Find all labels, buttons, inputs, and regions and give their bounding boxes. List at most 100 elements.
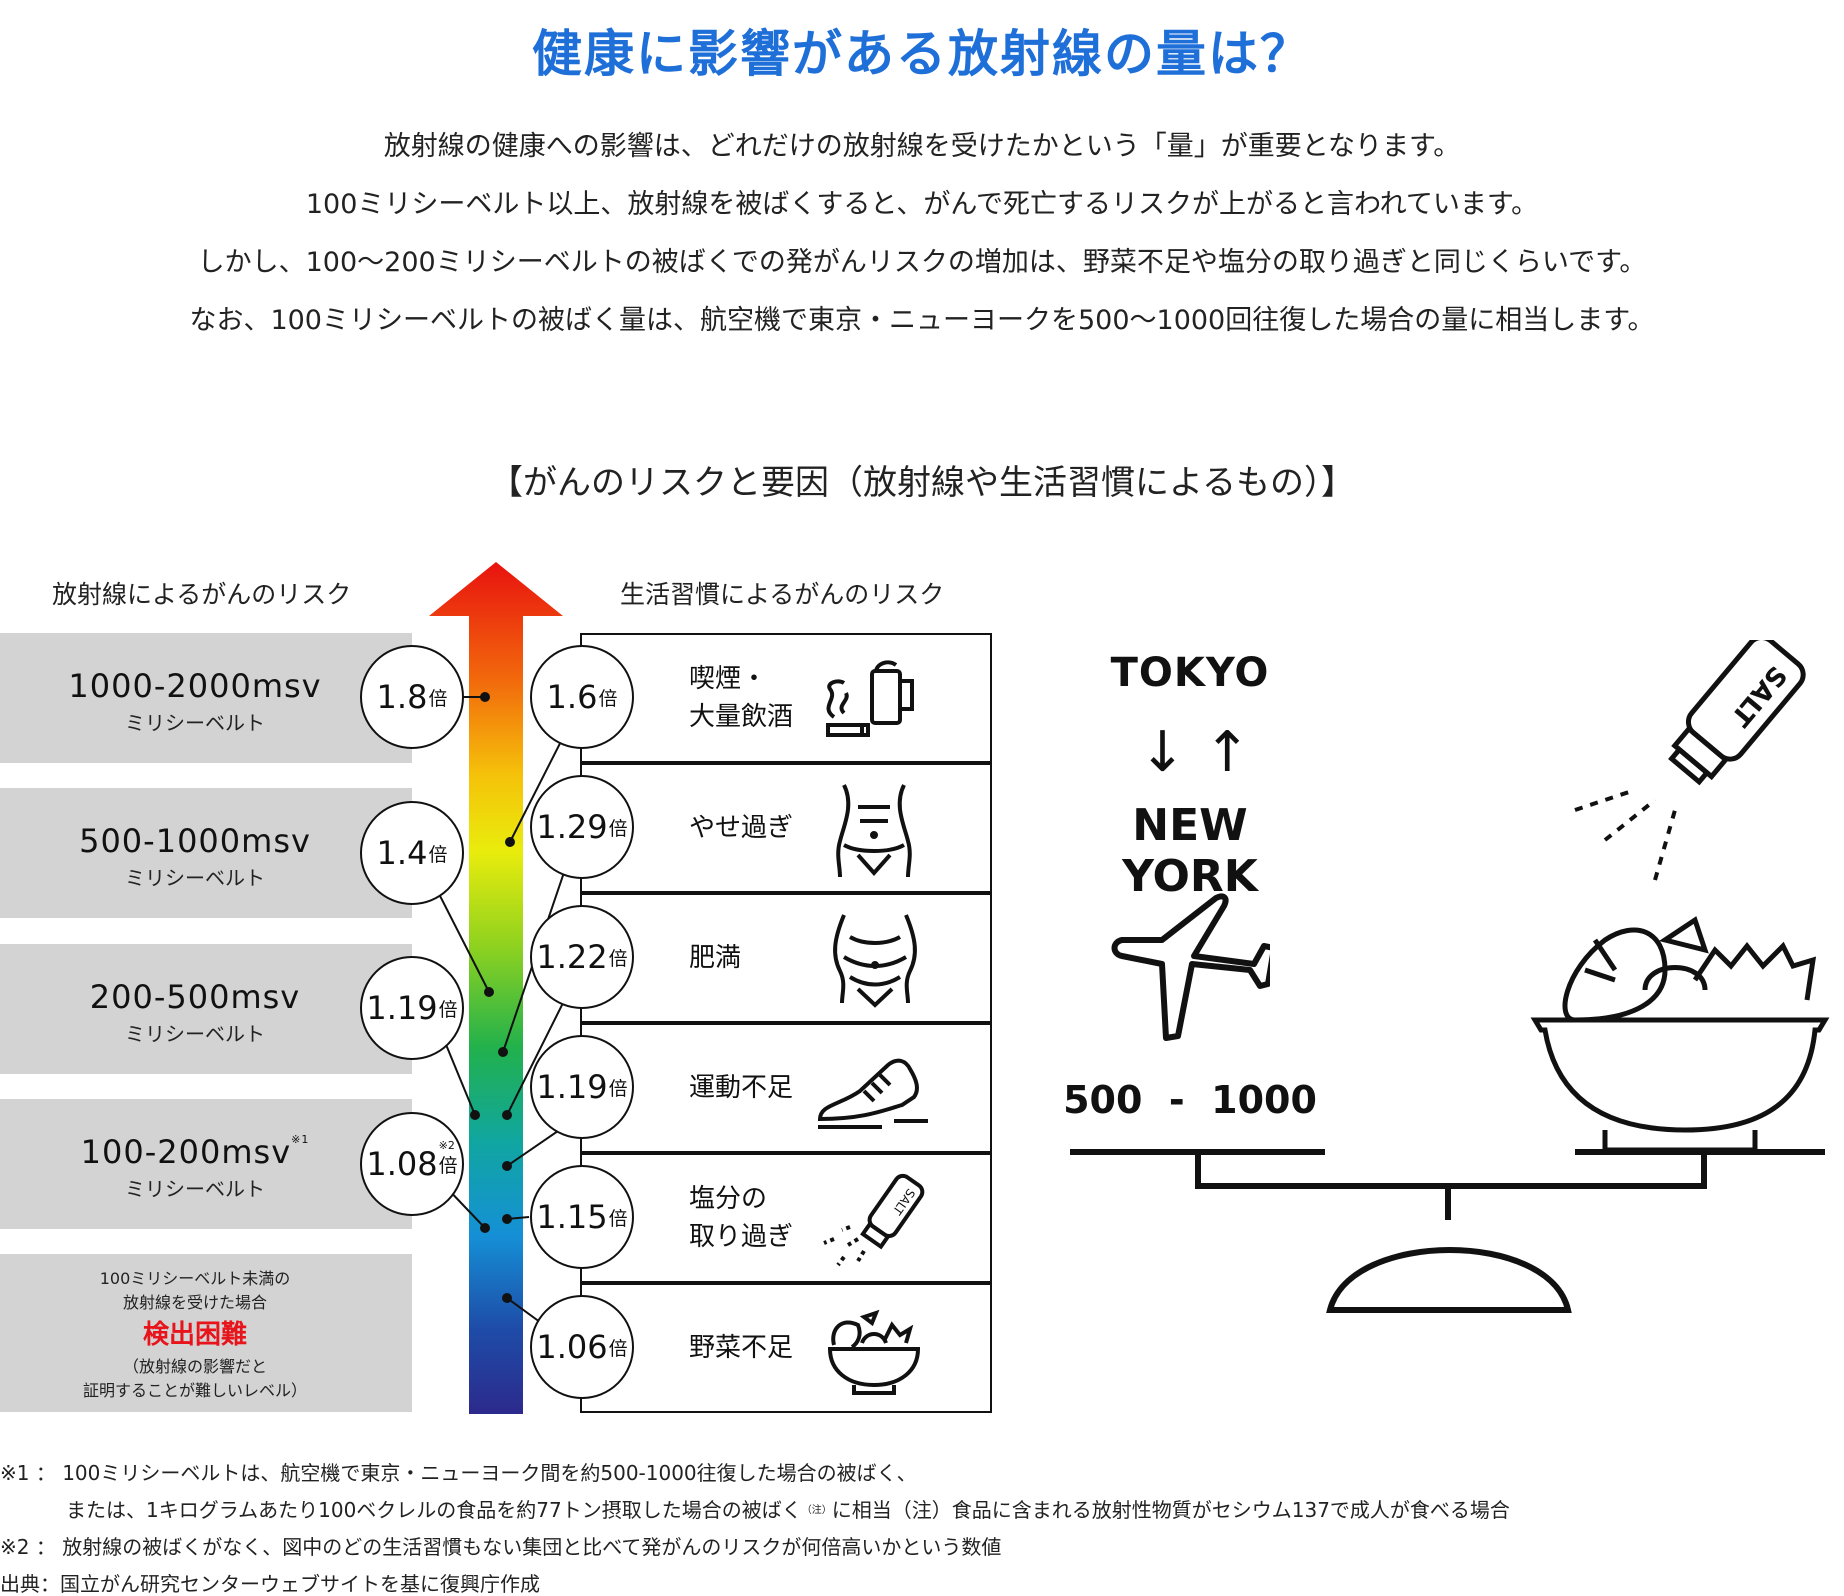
count-low: 500 (1063, 1078, 1143, 1122)
label-line: 取り過ぎ (689, 1222, 794, 1252)
dose-range: 200-500msv (89, 978, 301, 1016)
lifestyle-label: 肥満 (689, 895, 741, 1021)
label-line: 野菜不足 (689, 1333, 794, 1363)
intro-text: 放射線の健康への影響は、どれだけの放射線を受けたかという「量」が重要となります。… (0, 118, 1844, 350)
risk-value: 1.4 (376, 834, 428, 872)
low-dose-box: 100ミリシーベルト未満の 放射線を受けた場合 検出困難 （放射線の影響だと 証… (0, 1254, 412, 1412)
dose-range-text: 100-200msv (80, 1133, 292, 1171)
dose-range: 100-200msv※1 (0, 1133, 412, 1171)
risk-suffix-text: 倍 (438, 1154, 458, 1177)
salt-and-salad-illustration: SALT (1530, 640, 1830, 1153)
label-line: 大量飲酒 (689, 702, 794, 732)
page-title: 健康に影響がある放射線の量は？ (532, 25, 1312, 83)
count-high: 1000 (1211, 1078, 1317, 1122)
connector-dot (502, 1161, 512, 1171)
risk-value: 1.22 (536, 938, 608, 976)
new-york-label: NEW YORK (1122, 800, 1258, 902)
dose-unit: ミリシーベルト (125, 1022, 265, 1046)
risk-value: 1.6 (546, 678, 598, 716)
lifestyle-row: 野菜不足 (580, 1283, 992, 1413)
label-line: 喫煙・ (689, 664, 768, 694)
risk-gradient-arrow (429, 562, 563, 1414)
salt-shaker-icon: SALT (823, 1173, 925, 1267)
label-line: 肥満 (689, 943, 742, 973)
footnote-marker: （注） (801, 1505, 832, 1516)
round-trip-arrows: ↓ ↑ (1139, 720, 1251, 785)
footnote-marker: ※1 (291, 1133, 310, 1146)
lifestyle-column-header: 生活習慣によるがんのリスク (620, 580, 945, 609)
intro-line: しかし、100〜200ミリシーベルトの被ばくでの発がんリスクの増加は、野菜不足や… (197, 247, 1647, 278)
section-subtitle: 【がんのリスクと要因（放射線や生活習慣によるもの）】 (489, 463, 1355, 503)
connector-dot (484, 987, 494, 997)
count-dash: - (1168, 1078, 1185, 1122)
radiation-column-header: 放射線によるがんのリスク (52, 580, 352, 609)
lifestyle-row: 塩分の取り過ぎ SALT (580, 1153, 992, 1283)
footnotes: ※1 ： 100ミリシーベルトは、航空機で東京・ニューヨーク間を約500-100… (0, 1455, 1844, 1596)
risk-suffix: 倍 (608, 1207, 628, 1230)
risk-suffix: 倍 (608, 817, 628, 840)
low-dose-text: （放射線の影響だと (122, 1357, 267, 1376)
round-trip-count: 500 - 1000 (1060, 1078, 1320, 1122)
intro-line: 放射線の健康への影響は、どれだけの放射線を受けたかという「量」が重要となります。 (383, 131, 1461, 162)
salad-bowl-icon (827, 1309, 921, 1395)
radiation-row: 1000-2000msv ミリシーベルト (0, 633, 412, 763)
risk-connector-graphic (429, 562, 584, 1414)
smoking-drinking-icon (826, 660, 914, 737)
risk-suffix: 倍 (428, 687, 448, 710)
intro-line: 100ミリシーベルト以上、放射線を被ばくすると、がんで死亡するリスクが上がると言… (305, 189, 1539, 220)
dose-unit: ミリシーベルト (125, 866, 265, 890)
intro-line: なお、100ミリシーベルトの被ばく量は、航空機で東京・ニューヨークを500〜10… (189, 305, 1655, 336)
risk-value: 1.06 (536, 1328, 608, 1366)
low-dose-text: 放射線を受けた場合 (122, 1293, 267, 1312)
salt-text: SALT (1725, 660, 1792, 732)
footnote-line: 出典：国立がん研究センターウェブサイトを基に復興庁作成 (0, 1572, 540, 1596)
risk-value: 1.19 (536, 1068, 608, 1106)
risk-suffix: 倍 (428, 843, 448, 866)
radiation-row: 500-1000msv ミリシーベルト (0, 788, 412, 918)
connector-dot (480, 1223, 490, 1233)
risk-value: 1.08 (366, 1145, 438, 1183)
connector-dot (498, 1047, 508, 1057)
risk-value: 1.8 (376, 678, 428, 716)
risk-value: 1.15 (536, 1198, 608, 1236)
lifestyle-row: 喫煙・大量飲酒 (580, 633, 992, 763)
connector-dot (470, 1110, 480, 1120)
risk-suffix: 倍 (598, 687, 618, 710)
dose-range: 1000-2000msv (68, 667, 322, 705)
airplane-icon (1111, 893, 1270, 1041)
footnote-line: ※1 ： 100ミリシーベルトは、航空機で東京・ニューヨーク間を約500-100… (0, 1461, 917, 1485)
risk-value: 1.19 (366, 989, 438, 1027)
radiation-row: 200-500msv ミリシーベルト (0, 944, 412, 1074)
lifestyle-label: 野菜不足 (689, 1285, 793, 1411)
connector-dot (505, 837, 515, 847)
lifestyle-label: 喫煙・大量飲酒 (689, 635, 793, 761)
footnote-line: ※2 ： 放射線の被ばくがなく、図中のどの生活習慣もない集団と比べて発がんのリス… (0, 1535, 1002, 1559)
low-dose-highlight: 検出困難 (142, 1320, 247, 1350)
connector-dot (502, 1110, 512, 1120)
footnote-line: または、1キログラムあたり100ベクレルの食品を約77トン摂取した場合の被ばく（… (0, 1492, 1844, 1529)
risk-suffix: 倍 (608, 1077, 628, 1100)
sneaker-icon (817, 1058, 928, 1129)
radiation-row: 100-200msv※1 ミリシーベルト (0, 1099, 412, 1229)
balance-scale-icon (1070, 1149, 1825, 1313)
tokyo-label: TOKYO (1110, 650, 1270, 696)
obese-body-icon (833, 914, 917, 1008)
lifestyle-label: 塩分の取り過ぎ (689, 1155, 793, 1281)
risk-suffix: 倍 (608, 1337, 628, 1360)
lifestyle-row: 肥満 (580, 893, 992, 1023)
label-line: 塩分の (689, 1184, 768, 1214)
connector-line (435, 887, 490, 993)
low-dose-text: 100ミリシーベルト未満の (99, 1269, 291, 1288)
connector-dot (502, 1293, 512, 1303)
dose-unit: ミリシーベルト (125, 711, 265, 735)
salt-shaker-icon: SALT (1668, 640, 1806, 786)
